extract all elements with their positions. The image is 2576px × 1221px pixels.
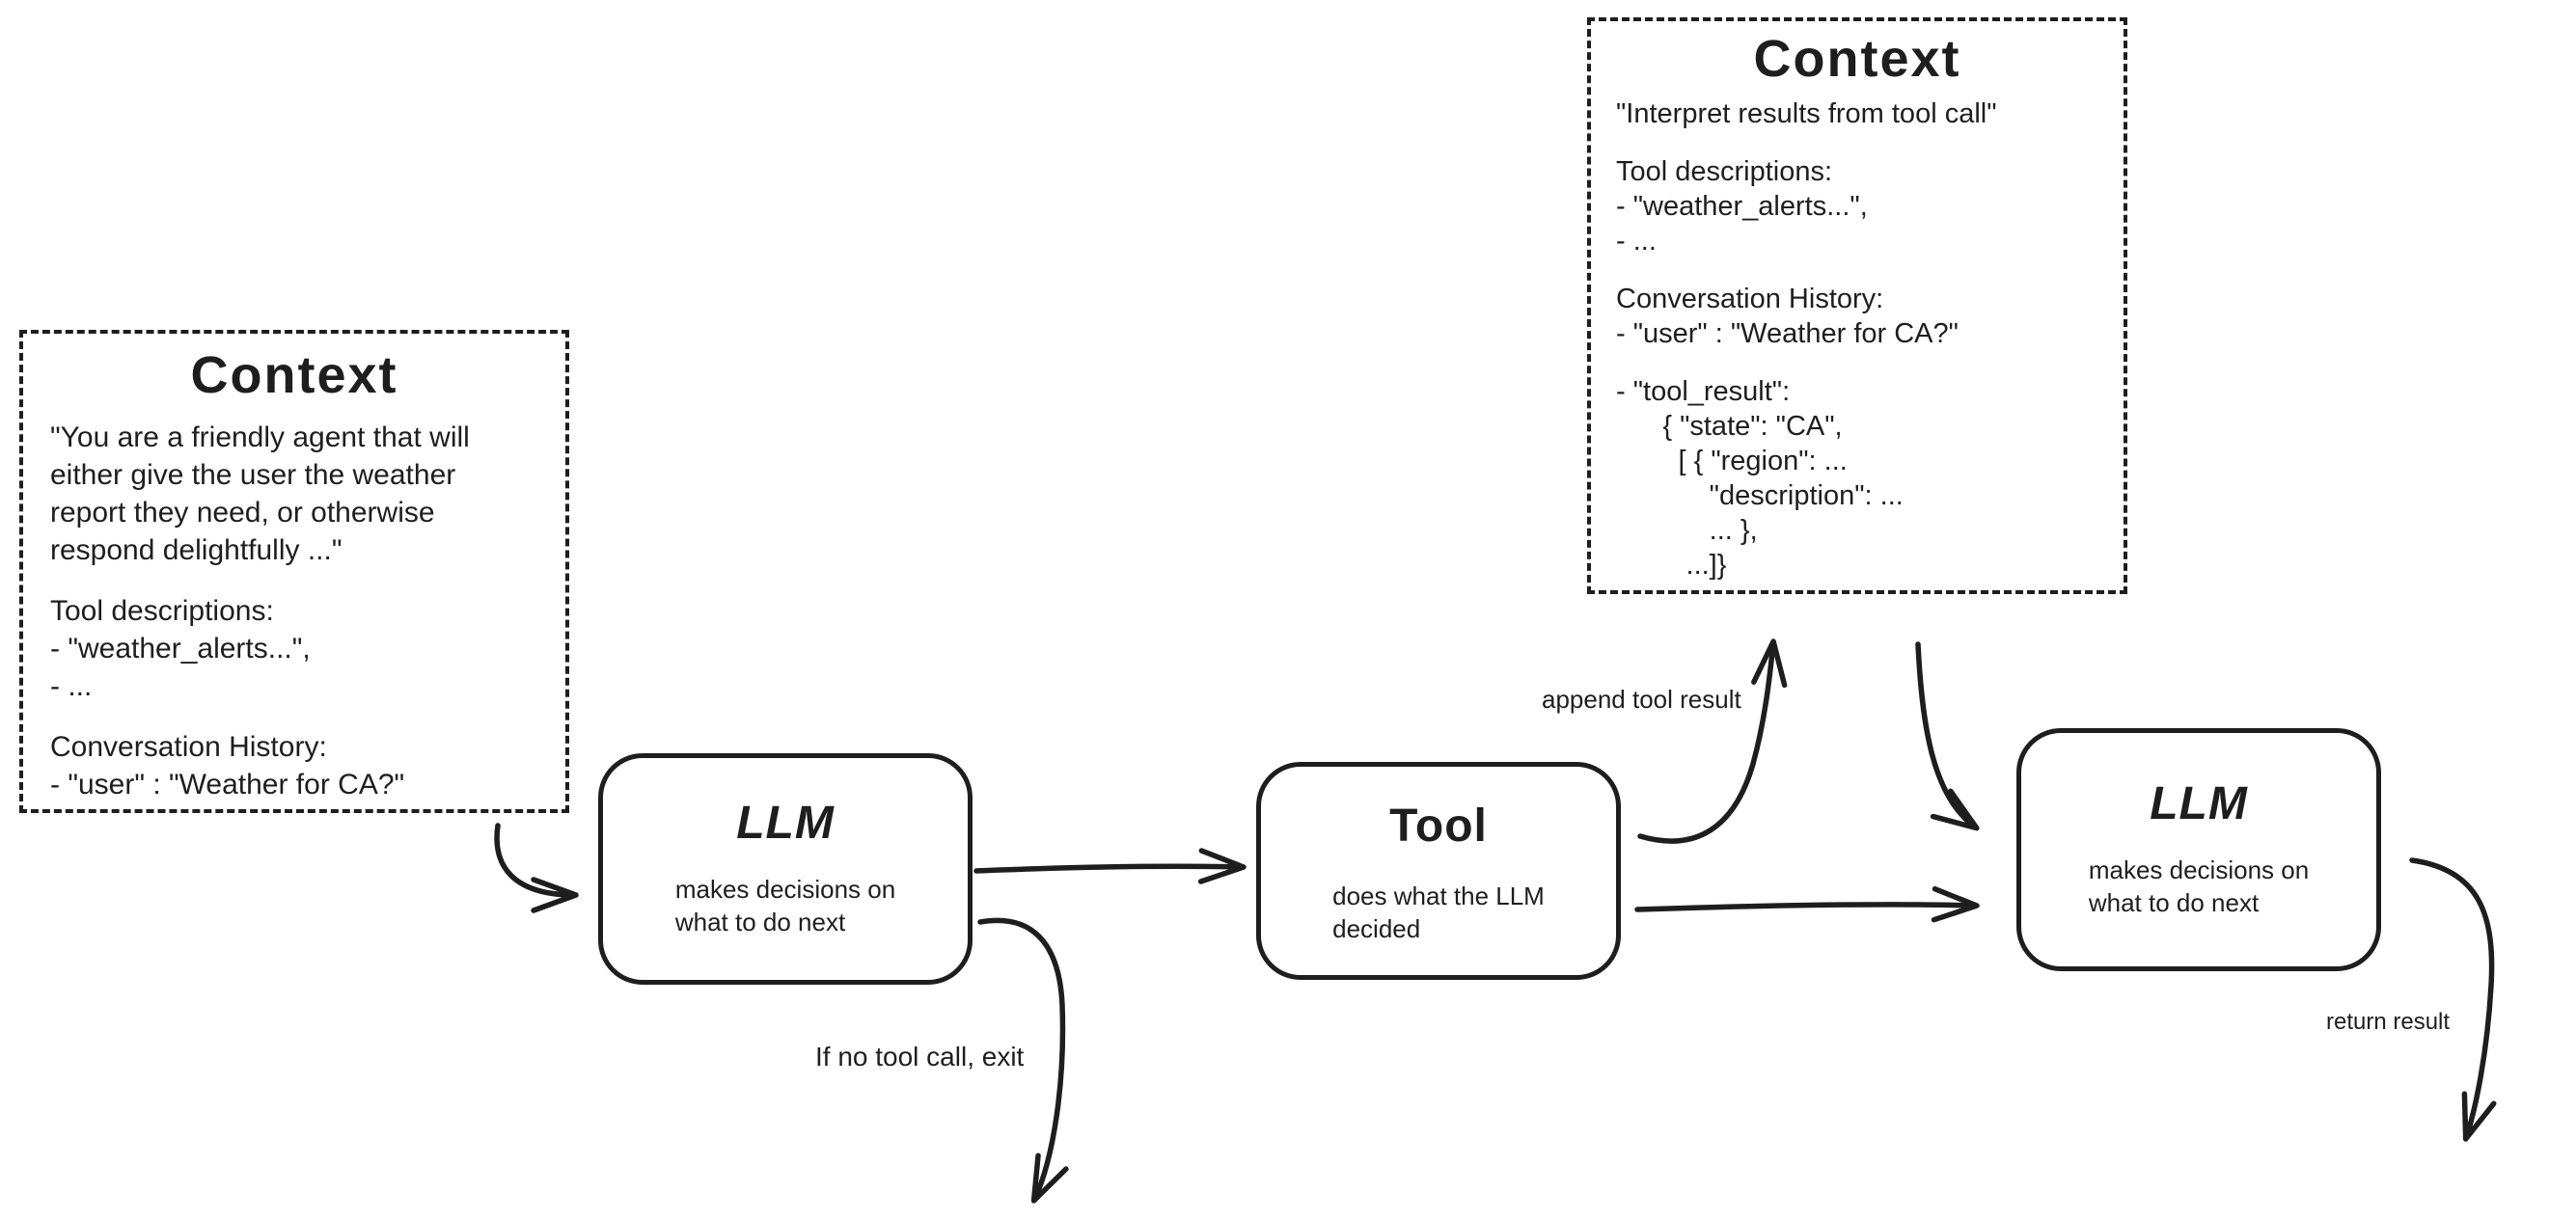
arrow-context-to-second-llm: [1915, 641, 1980, 831]
tool-node-title: Tool: [1389, 800, 1488, 852]
edge-label-return-result: return result: [2326, 1009, 2451, 1035]
tool-node: Tool does what the LLM decided: [1256, 762, 1621, 980]
arrow-context-to-first-llm: [494, 823, 579, 913]
conversation-history-text: Conversation History: - "user" : "Weathe…: [1616, 284, 1959, 349]
llm-node-first: LLM makes decisions on what to do next: [598, 753, 973, 985]
llm-node-second: LLM makes decisions on what to do next: [2016, 728, 2381, 971]
edge-label-append-tool-result: append tool result: [1542, 685, 1741, 714]
llm-node-title: LLM: [736, 798, 835, 849]
arrow-return-result: [2409, 857, 2497, 1142]
edge-label-if-no-tool-call-exit: If no tool call, exit: [815, 1042, 1025, 1072]
interpret-results-text: "Interpret results from tool call": [1616, 98, 1997, 129]
tool-result-text: - "tool_result": { "state": "CA", [ { "r…: [1616, 376, 1904, 581]
tool-descriptions-text: Tool descriptions: - "weather_alerts..."…: [1616, 156, 1868, 257]
llm-node-description: makes decisions on what to do next: [2088, 855, 2310, 917]
arrow-if-no-tool-call-exit: [977, 917, 1069, 1204]
arrow-append-tool-result: [1637, 638, 1788, 844]
arrow-first-llm-to-tool: [973, 848, 1247, 884]
arrow-tool-to-second-llm: [1634, 885, 1980, 923]
conversation-history-text: Conversation History: - "user" : "Weathe…: [50, 731, 405, 800]
context-initial-title: Context: [190, 346, 398, 404]
system-prompt-text: "You are a friendly agent that will eith…: [50, 421, 470, 566]
context-box-initial: Context "You are a friendly agent that w…: [19, 330, 569, 813]
context-box-with-tool-result: Context "Interpret results from tool cal…: [1587, 17, 2127, 594]
context-result-title: Context: [1753, 30, 1961, 88]
tool-node-description: does what the LLM decided: [1332, 882, 1545, 943]
llm-node-title: LLM: [2150, 778, 2248, 829]
llm-node-description: makes decisions on what to do next: [674, 875, 896, 936]
tool-descriptions-text: Tool descriptions: - "weather_alerts..."…: [50, 595, 311, 702]
